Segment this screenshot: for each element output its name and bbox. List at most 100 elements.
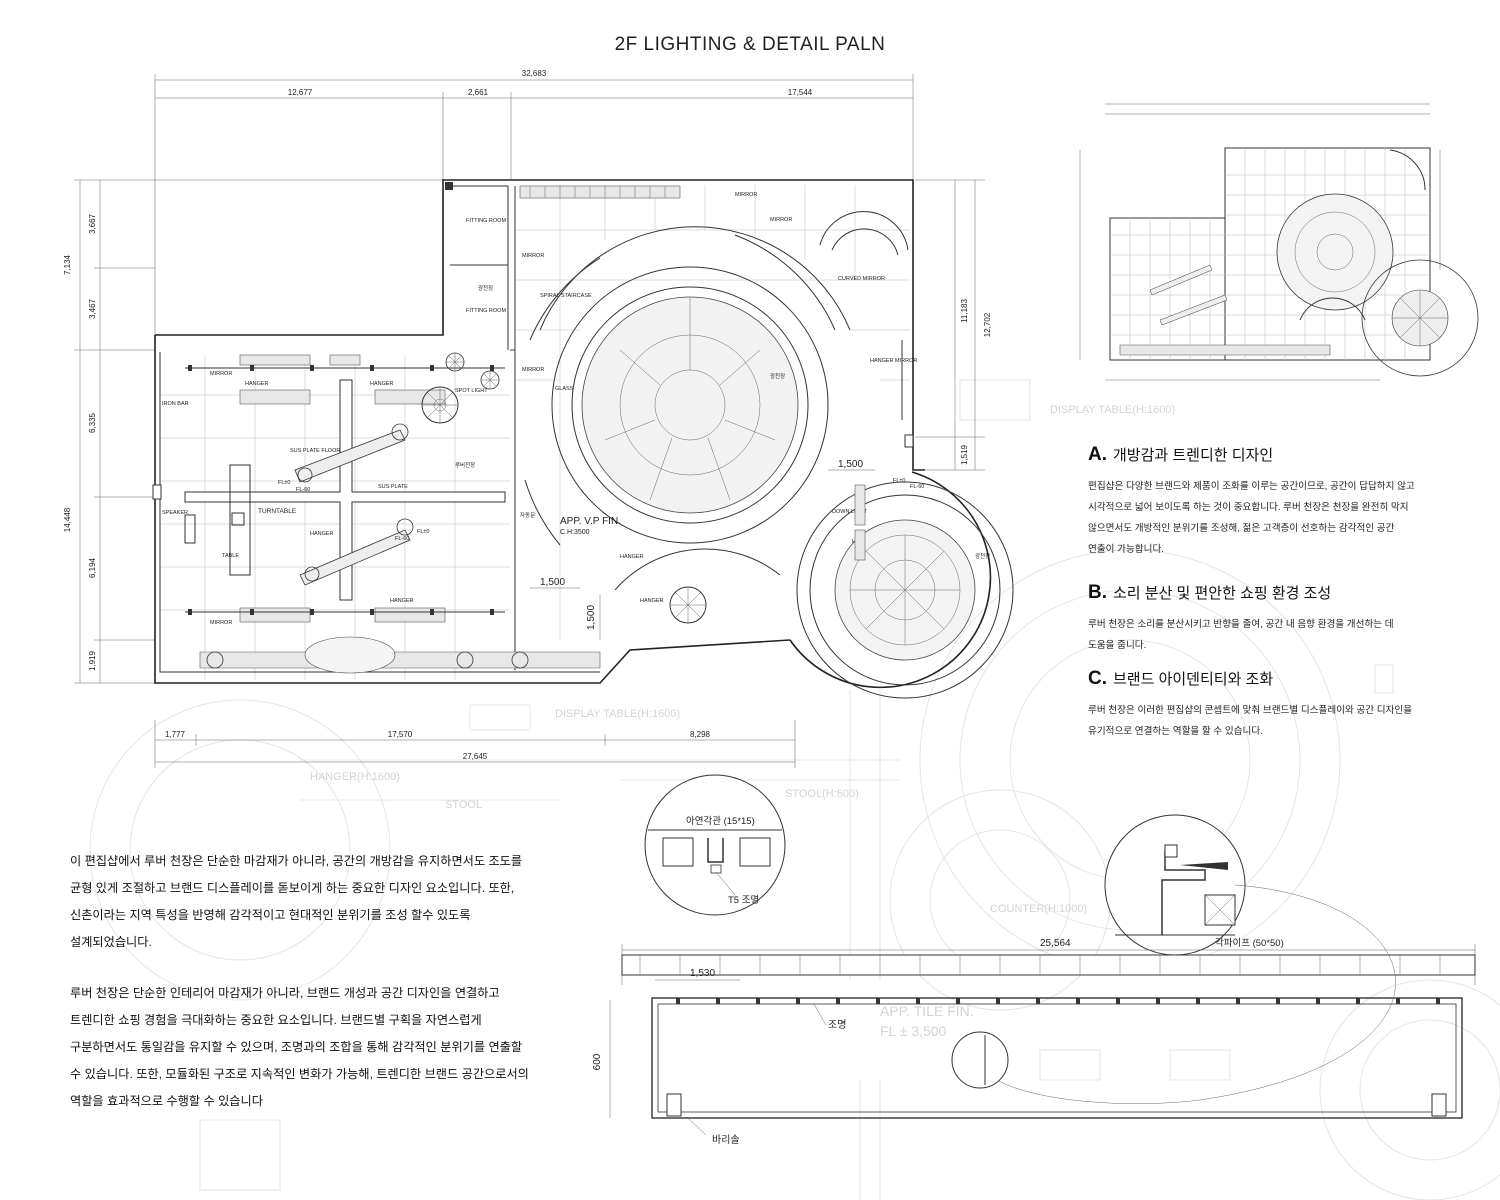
floor-grid (160, 185, 910, 680)
lighting-tracks (185, 365, 505, 615)
dim-left-upper: 7,134 (63, 254, 72, 275)
bg-label: FL ± 3,500 (880, 1023, 947, 1039)
label-light-ceiling: 광천장 (975, 552, 990, 560)
section-c: C.브랜드 아이덴티티와 조화 루버 천장은 이러한 편집샵의 콘셉트에 맞춰 … (1088, 668, 1468, 742)
label-curved-mirror: CURVED MIRROR (838, 276, 885, 282)
label-lighting: 조명 (828, 1019, 846, 1031)
bg-label: DISPLAY TABLE(H:1600) (555, 708, 680, 720)
label-fitting-room: FITTING ROOM (466, 308, 506, 314)
floor-plan: 32,683 12,677 2,661 17,544 7,134 14,448 … (63, 69, 1014, 768)
label-hanger: HANGER (640, 598, 664, 604)
section-c-body: 루버 천장은 이러한 편집샵의 콘셉트에 맞춰 브랜드별 디스플레이와 공간 디… (1088, 705, 1413, 737)
section-a-heading: A.개방감과 트렌디한 디자인 (1088, 444, 1274, 465)
outer-wall-bottom (154, 335, 791, 684)
label-ceiling-height: C.H:3500 (560, 529, 590, 536)
label-light-ceiling: 광천장 (770, 372, 785, 380)
label-louver-ceiling: 루버천장 (455, 461, 475, 469)
right-dimensions: 11,183 12,702 1,519 (915, 179, 992, 471)
bg-label: STOOL (445, 799, 482, 811)
label-app-fin: APP. V.P FIN. (560, 516, 621, 527)
bottom-dimensions: 1,777 17,570 8,298 27,645 (154, 720, 796, 768)
round-annex (789, 471, 1014, 699)
paragraph-2: 루버 천장은 단순한 인테리어 마감재가 아니라, 브랜드 개성과 공간 디자인… (70, 986, 529, 1108)
section-b-body: 루버 천장은 소리를 분산시키고 반향을 줄여, 공간 내 음향 환경을 개선하… (1088, 619, 1394, 651)
ceiling-lights-top (519, 185, 681, 199)
dim-inner: 1,500 (540, 577, 565, 588)
mini-floor-plan (1079, 103, 1479, 381)
section-b: B.소리 분산 및 편안한 쇼핑 환경 조성 루버 천장은 소리를 분산시키고 … (1088, 582, 1468, 656)
label-table: TABLE (222, 553, 239, 559)
section-b-heading: B.소리 분산 및 편안한 쇼핑 환경 조성 (1088, 582, 1332, 603)
dim-bottom-3: 8,298 (690, 730, 711, 739)
dim-left-c: 6,335 (88, 412, 97, 433)
label-iron-bar: IRON BAR (162, 401, 189, 407)
label-mirror: MIRROR (210, 620, 232, 626)
label-sus-plate: SUS PLATE (378, 484, 408, 490)
paragraph-1: 이 편집샵에서 루버 천장은 단순한 마감재가 아니라, 공간의 개방감을 유지… (70, 854, 523, 949)
label-mirror: MIRROR (210, 371, 232, 377)
label-fl: FL±0 (417, 529, 430, 535)
plants (206, 352, 529, 669)
label-fl-60: FL-60 (296, 487, 310, 493)
label-square-pipe: 각파이프 (50*50) (1215, 937, 1284, 949)
label-t5-light: T5 조명 (728, 895, 759, 906)
dim-bottom-2: 17,570 (388, 730, 413, 739)
section-a: A.개방감과 트렌디한 디자인 편집샵은 다양한 브랜드와 제품이 조화를 이루… (1088, 444, 1468, 560)
bg-label: DISPLAY TABLE(H:1600) (1050, 404, 1175, 416)
detail-square-pipe: 각파이프 (50*50) (1104, 814, 1284, 956)
label-hanger: HANGER (245, 381, 269, 387)
bg-label: APP. TILE FIN. (880, 1003, 974, 1019)
top-dimensions: 32,683 12,677 2,661 17,544 (154, 69, 914, 335)
label-light-ceiling: 광천장 (478, 284, 493, 292)
label-hanger: HANGER (390, 598, 414, 604)
label-mirror: MIRROR (770, 217, 792, 223)
page-title: 2F LIGHTING & DETAIL PALN (614, 34, 886, 55)
label-mirror: MIRROR (522, 253, 544, 259)
label-hanger-mirror: HANGER MIRROR (870, 358, 917, 364)
dim-left-a: 3,667 (88, 213, 97, 234)
dim-top-1: 12,677 (288, 88, 313, 97)
left-dimensions: 7,134 14,448 3,667 3,467 6,335 6,194 1,9… (63, 179, 443, 684)
background-ghost-plan: DISPLAY TABLE(H:1600) DISPLAY TABLE(H:16… (89, 379, 1500, 1200)
dim-section-height: 600 (592, 1053, 603, 1070)
bg-label: HANGER(H:1600) (310, 771, 400, 783)
dim-inner: 1,500 (586, 605, 597, 630)
section-a-body: 편집샵은 다양한 브랜드와 제품이 조화를 이루는 공간이므로, 공간이 답답하… (1088, 481, 1415, 555)
label-barisol: 바리솔 (712, 1134, 740, 1146)
dim-top-2: 2,661 (468, 88, 489, 97)
planter (199, 651, 601, 669)
label-mirror: MIRROR (735, 192, 757, 198)
dim-left-total: 14,448 (63, 507, 72, 532)
label-mirror: MIRROR (522, 367, 544, 373)
label-auto-door: 자동문 (520, 511, 535, 519)
dim-right-a: 11,183 (960, 299, 969, 323)
bg-label: STOOL(H:600) (785, 788, 859, 800)
label-hanger: HANGER (370, 381, 394, 387)
dim-right-total: 12,702 (983, 312, 992, 337)
bg-label: COUNTER(H:1000) (990, 903, 1087, 915)
label-fl-60: FL-60 (910, 484, 924, 490)
dim-section-width: 25,564 (1040, 938, 1071, 949)
dim-inner: 1,500 (838, 459, 863, 470)
section-c-heading: C.브랜드 아이덴티티와 조화 (1088, 668, 1274, 689)
dim-bottom-1: 1,777 (165, 730, 186, 739)
dim-left-e: 1,919 (88, 650, 97, 671)
label-hanger: HANGER (310, 531, 334, 537)
display-plate (299, 529, 411, 586)
label-hanger: HANGER (620, 554, 644, 560)
section-light-fixtures (676, 998, 1440, 1004)
dim-left-b: 3,467 (88, 298, 97, 319)
label-fl: FL±0 (893, 478, 906, 484)
label-spiral-staircase: SPIRAL STAIRCASE (540, 293, 592, 299)
label-down-light: DOWN LIGHT (832, 509, 868, 515)
label-fl-60: FL-60 (395, 536, 409, 542)
label-fl: FL±0 (278, 480, 291, 486)
label-sus-plate-floor: SUS PLATE FLOOR (290, 448, 340, 454)
dim-top-total: 32,683 (522, 69, 547, 78)
central-spiral-staircase (524, 226, 851, 546)
dim-section-spacing: 1,530 (690, 968, 715, 979)
label-turntable: TURNTABLE (258, 508, 297, 515)
outer-wall (155, 179, 925, 471)
label-spot-light: SPOT LIGHT (455, 388, 488, 394)
